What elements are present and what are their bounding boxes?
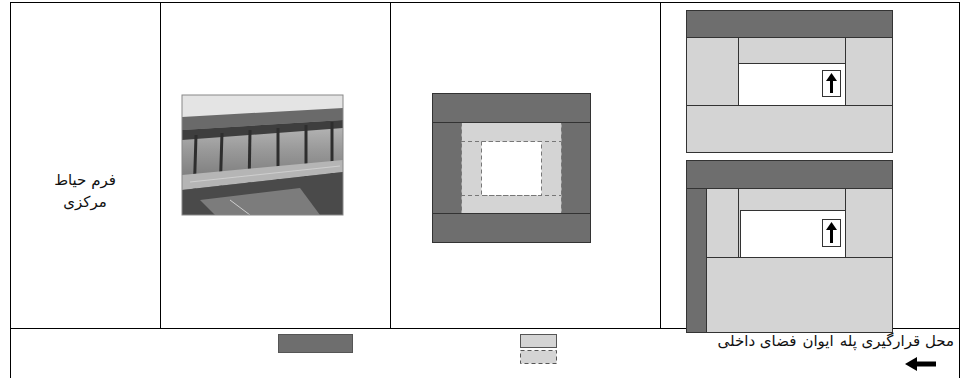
legend-text: محل قرارگیری پله xyxy=(840,332,954,350)
plan-type-a xyxy=(686,11,893,153)
dashed-swatch xyxy=(521,351,557,364)
legend-swatch xyxy=(521,335,557,348)
table-cell-label: فرم حیاط مرکزی xyxy=(45,170,125,214)
courtyard-photo xyxy=(182,95,343,215)
legend-text: ایوان xyxy=(802,332,833,350)
courtyard-plan xyxy=(432,94,591,243)
table-grid xyxy=(10,2,960,378)
legend-row: محل قرارگیری پله ایوان فضای داخلی xyxy=(718,332,954,350)
stair-arrow-sample xyxy=(905,357,936,371)
plan-type-b xyxy=(687,161,893,333)
legend-swatch xyxy=(279,335,353,353)
legend-text: فضای داخلی xyxy=(718,332,797,350)
